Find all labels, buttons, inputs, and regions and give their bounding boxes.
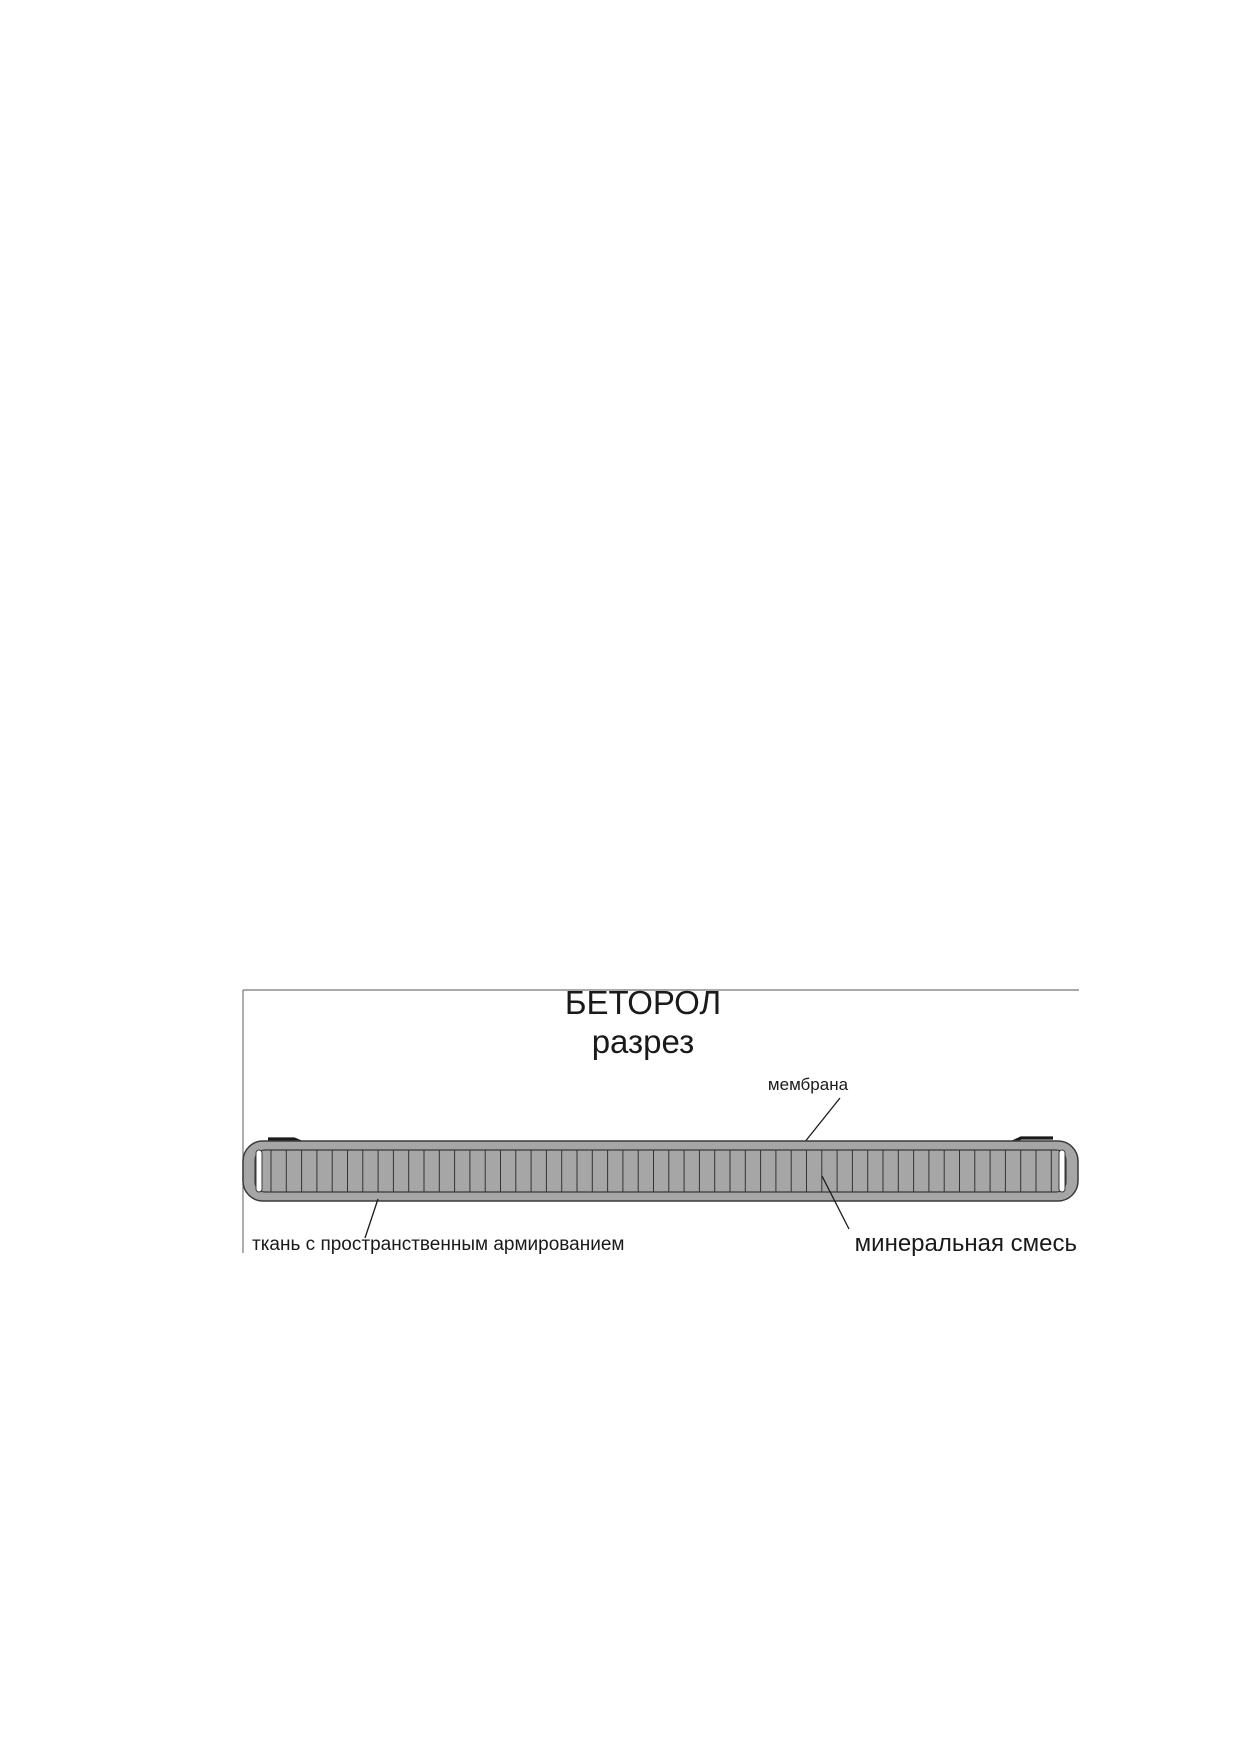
right-end-loop: [1058, 1149, 1066, 1193]
membrane-label: мембрана: [768, 1075, 849, 1094]
reinforcement-ribs: [270, 1150, 1052, 1192]
fabric-leader-line: [364, 1198, 379, 1239]
membrane-leader-line: [803, 1097, 841, 1144]
diagram-title: БЕТОРОЛ: [565, 984, 721, 1021]
left-end-loop: [255, 1149, 263, 1193]
mineral-mix-label: минеральная смесь: [855, 1230, 1077, 1257]
diagram-subtitle: разрез: [592, 1023, 695, 1060]
mineral-mix-leader-line: [821, 1175, 850, 1230]
fabric-label: ткань с пространственным армированием: [252, 1234, 624, 1255]
mineral-layer-inner: [254, 1149, 1067, 1193]
